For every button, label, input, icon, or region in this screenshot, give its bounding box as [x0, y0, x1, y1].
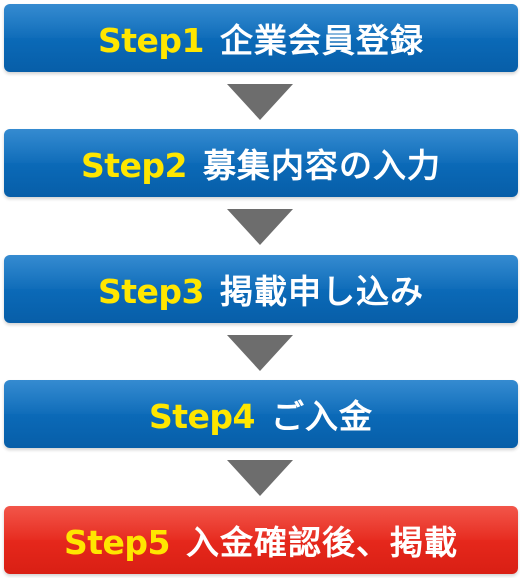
step-1-content: Step1 企業会員登録: [98, 14, 424, 62]
down-arrow-icon: [227, 84, 293, 120]
down-arrow-icon: [227, 209, 293, 245]
step-4-content: Step4 ご入金: [149, 390, 373, 438]
step-5-box: Step5 入金確認後、掲載: [4, 506, 518, 574]
step-3-title: 掲載申し込み: [220, 272, 424, 311]
down-arrow-icon: [227, 335, 293, 371]
step-2-title: 募集内容の入力: [203, 146, 441, 185]
step-4-title: ご入金: [271, 397, 373, 436]
step-1-title: 企業会員登録: [220, 21, 424, 60]
down-arrow-icon: [227, 460, 293, 496]
step-2-content: Step2 募集内容の入力: [81, 139, 441, 187]
step-5-number: Step5: [63, 523, 171, 562]
step-2-number: Step2: [80, 146, 188, 185]
step-4-number: Step4: [148, 397, 256, 436]
step-4-box: Step4 ご入金: [4, 380, 518, 448]
step-2-box: Step2 募集内容の入力: [4, 129, 518, 197]
step-5-title: 入金確認後、掲載: [186, 523, 458, 562]
step-1-box: Step1 企業会員登録: [4, 4, 518, 72]
step-5-content: Step5 入金確認後、掲載: [64, 516, 458, 564]
step-3-box: Step3 掲載申し込み: [4, 255, 518, 323]
step-3-content: Step3 掲載申し込み: [98, 265, 424, 313]
step-1-number: Step1: [97, 21, 205, 60]
step-3-number: Step3: [97, 272, 205, 311]
